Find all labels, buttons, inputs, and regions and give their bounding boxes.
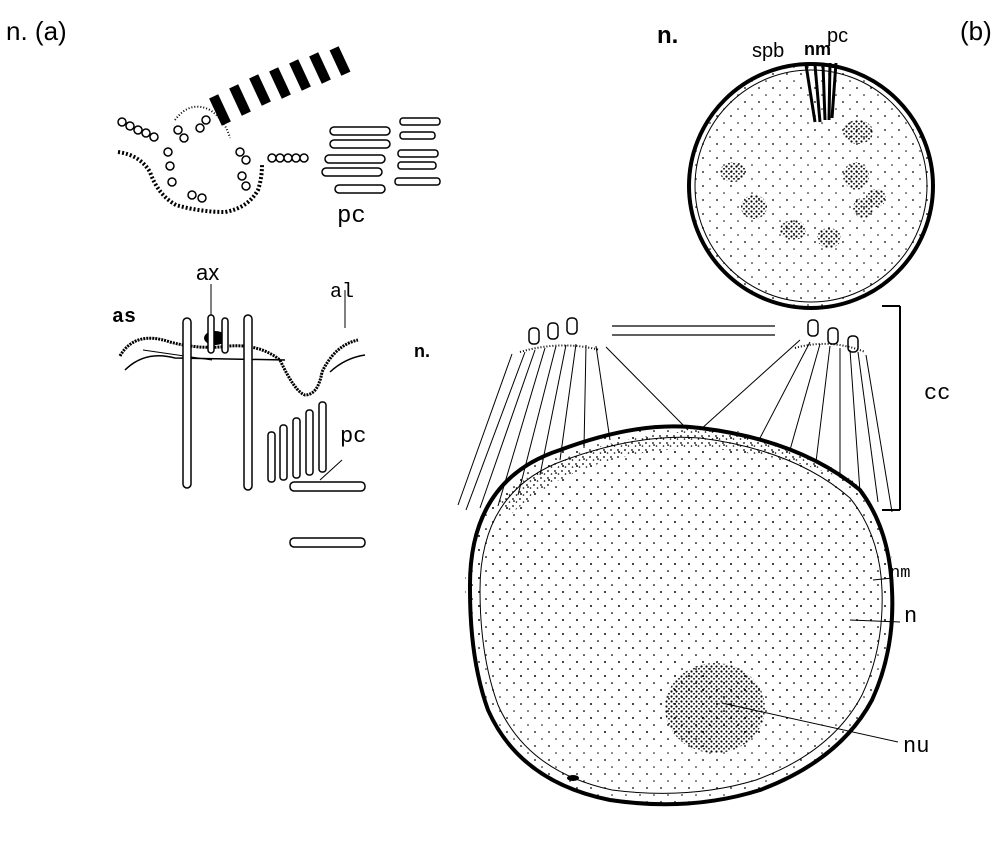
cc-bracket: [882, 306, 900, 510]
label-n: n: [904, 604, 917, 629]
panel-a: n. (a): [6, 16, 440, 547]
panel-b-header: (b): [960, 16, 992, 46]
label-pc-top: pc: [337, 203, 366, 230]
label-nu: nu: [903, 734, 929, 759]
label-as: as: [112, 306, 136, 329]
vesicle-membrane-sketch: [118, 46, 440, 212]
striated-band: [209, 46, 350, 126]
label-n-mid: n.: [414, 341, 430, 361]
panel-a-header: n. (a): [6, 16, 67, 46]
label-cc: cc: [924, 381, 950, 406]
label-n-top: n.: [657, 22, 678, 49]
basal-body-sketch: [120, 284, 365, 547]
label-spb: spb: [752, 40, 784, 62]
centriole-bridge: [612, 326, 775, 335]
panel-b: (b) n. spb nm: [414, 16, 992, 804]
label-nm: nm: [890, 564, 910, 583]
nucleolus: [665, 663, 765, 753]
label-pc-bottom: pc: [340, 424, 366, 449]
centrioles-right: [808, 320, 858, 352]
label-al: al: [330, 281, 354, 304]
rod-stack: [322, 118, 440, 193]
centrioles-left: [529, 318, 577, 344]
axoneme-rods: [183, 315, 365, 547]
small-nucleus: [689, 63, 933, 308]
label-ax: ax: [196, 260, 219, 285]
label-pc-b: pc: [827, 25, 848, 47]
large-nucleus: [465, 425, 895, 804]
vesicle-chain: [118, 116, 308, 202]
